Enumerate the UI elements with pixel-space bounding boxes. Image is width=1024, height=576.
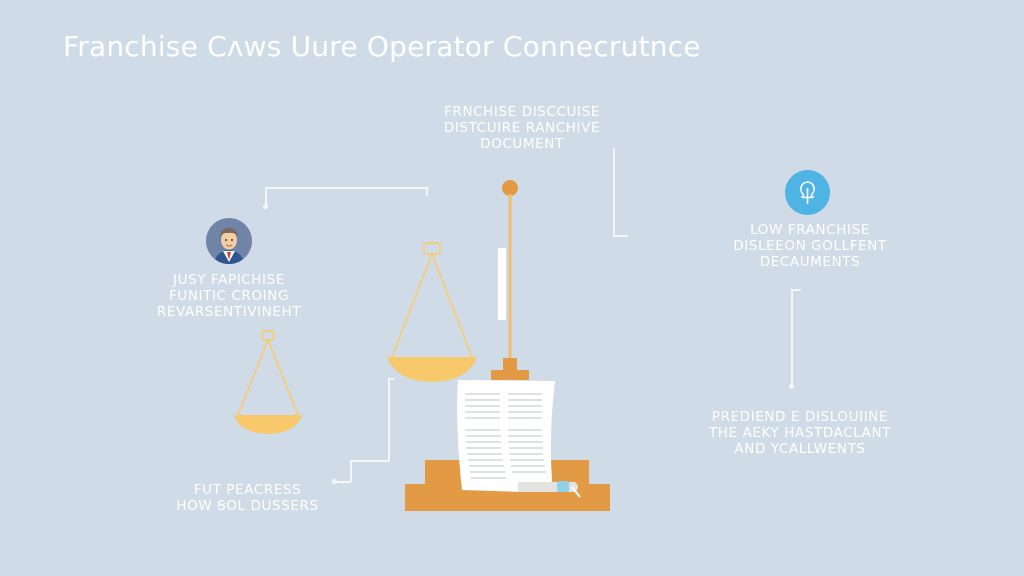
label-left-lower: FUT PEACRESS HOW ꞩOL DUSSERS	[176, 482, 319, 514]
connector-dot	[332, 479, 337, 484]
connector-bottom-h1	[388, 378, 394, 380]
page-title: Franchise Cʌws Uure Operator Connecrutnc…	[63, 30, 701, 63]
connector-top-left-h	[265, 187, 427, 189]
connector-right-v	[791, 289, 793, 387]
document-icon	[457, 380, 581, 498]
connector-top-right-v	[613, 148, 615, 236]
label-top-center: FRNCHISE DISCCUISE DISTCUIRE RANCHIVE DO…	[443, 104, 601, 152]
connector-top-right-h	[613, 235, 628, 237]
connector-right-h	[791, 289, 801, 291]
label-left-upper: JUSY FAPICHISE FUNITIC CROING REVARSENTI…	[156, 272, 302, 320]
label-right-upper: LOW FRANCHISE DISLEEON GOLLFENT DECAUMEN…	[733, 222, 887, 270]
connector-bottom-v1	[388, 378, 390, 461]
connector-bottom-h3	[335, 481, 351, 483]
connector-top-left-v2	[426, 187, 428, 196]
person-avatar-icon	[206, 218, 252, 264]
connector-top-left-v1	[265, 187, 267, 206]
connector-dot	[263, 204, 268, 209]
connector-bottom-h2	[350, 460, 389, 462]
scale-pan-right-icon	[387, 242, 477, 382]
connector-bottom-v2	[350, 460, 352, 482]
scale-pan-left-icon	[234, 330, 302, 434]
label-right-lower: PREDIEND E DISLOUIINE THE AEKY HASTDACLA…	[708, 409, 892, 457]
lightbulb-icon	[785, 170, 830, 215]
connector-dot	[789, 384, 794, 389]
